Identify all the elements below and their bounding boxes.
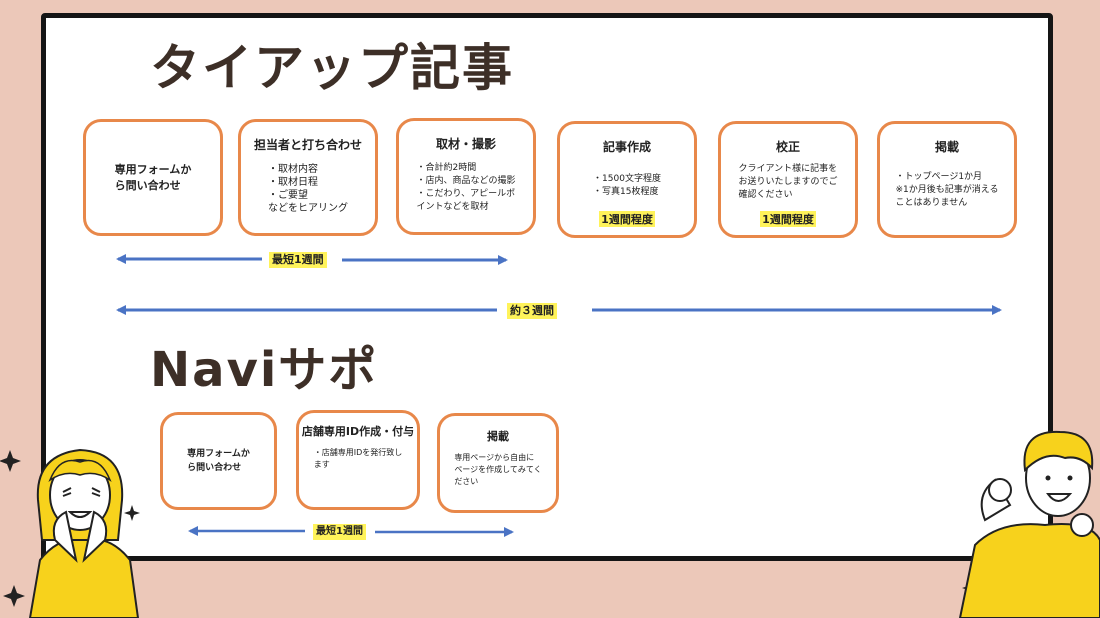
tieup-step-interview: 取材・撮影 ・合計約2時間 ・店内、商品などの撮影 ・こだわり、アピールポ イン…	[396, 118, 536, 235]
tieup-step-inquiry: 専用フォームか ら問い合わせ	[83, 119, 223, 236]
navi-step-inquiry: 専用フォームか ら問い合わせ	[160, 412, 277, 510]
step-heading: 掲載	[487, 430, 509, 443]
step-body: ・1500文字程度 ・写真15枚程度	[593, 174, 661, 197]
tieup-short-duration-label: 最短1週間	[269, 252, 327, 268]
step-content: 専用フォームか ら問い合わせ	[187, 449, 250, 473]
tieup-step-meeting: 担当者と打ち合わせ ・取材内容 ・取材日程 ・ご要望 などをヒアリング	[238, 119, 378, 236]
step-body: クライアント様に記事を お送りいたしますのでご 確認ください	[738, 164, 838, 200]
step-content: 専用フォームか ら問い合わせ	[114, 162, 192, 192]
navi-step-id: 店舗専用ID作成・付与 ・店舗専用IDを発行致し ます	[296, 410, 420, 510]
step-body: 専用ページから自由に ページを作成してみてく ださい	[454, 453, 542, 486]
tieup-step-writing: 記事作成 ・1500文字程度 ・写真15枚程度 1週間程度	[557, 121, 697, 238]
navi-short-duration-label: 最短1週間	[313, 524, 366, 540]
step-body: ・店舗専用IDを発行致し ます	[313, 448, 403, 469]
tieup-total-duration-label: 約３週間	[507, 303, 557, 319]
tieup-title: タイアップ記事	[150, 39, 514, 97]
sparkle-decorations	[0, 450, 978, 607]
duration-highlight: 1週間程度	[599, 211, 655, 227]
step-heading: 記事作成	[602, 140, 651, 154]
duration-highlight: 1週間程度	[760, 211, 816, 227]
step-body: ・合計約2時間 ・店内、商品などの撮影 ・こだわり、アピールポ イントなどを取材	[416, 163, 516, 212]
tieup-step-publish: 掲載 ・トップページ1か月 ※1か月後も記事が消える ことはありません	[877, 121, 1017, 238]
step-body: ・取材内容 ・取材日程 ・ご要望 などをヒアリング	[268, 164, 348, 214]
step-heading: 店舗専用ID作成・付与	[301, 425, 415, 438]
navi-step-publish: 掲載 専用ページから自由に ページを作成してみてく ださい	[437, 413, 559, 513]
woman-illustration	[28, 448, 140, 618]
step-heading: 校正	[775, 140, 800, 154]
step-heading: 担当者と打ち合わせ	[253, 138, 362, 152]
tieup-step-proofread: 校正 クライアント様に記事を お送りいたしますのでご 確認ください 1週間程度	[718, 121, 858, 238]
navi-title: Naviサポ	[150, 342, 379, 398]
step-body: ・トップページ1か月 ※1か月後も記事が消える ことはありません	[895, 172, 999, 208]
step-heading: 掲載	[934, 140, 959, 154]
man-illustration	[958, 430, 1100, 618]
step-heading: 取材・撮影	[435, 137, 496, 151]
